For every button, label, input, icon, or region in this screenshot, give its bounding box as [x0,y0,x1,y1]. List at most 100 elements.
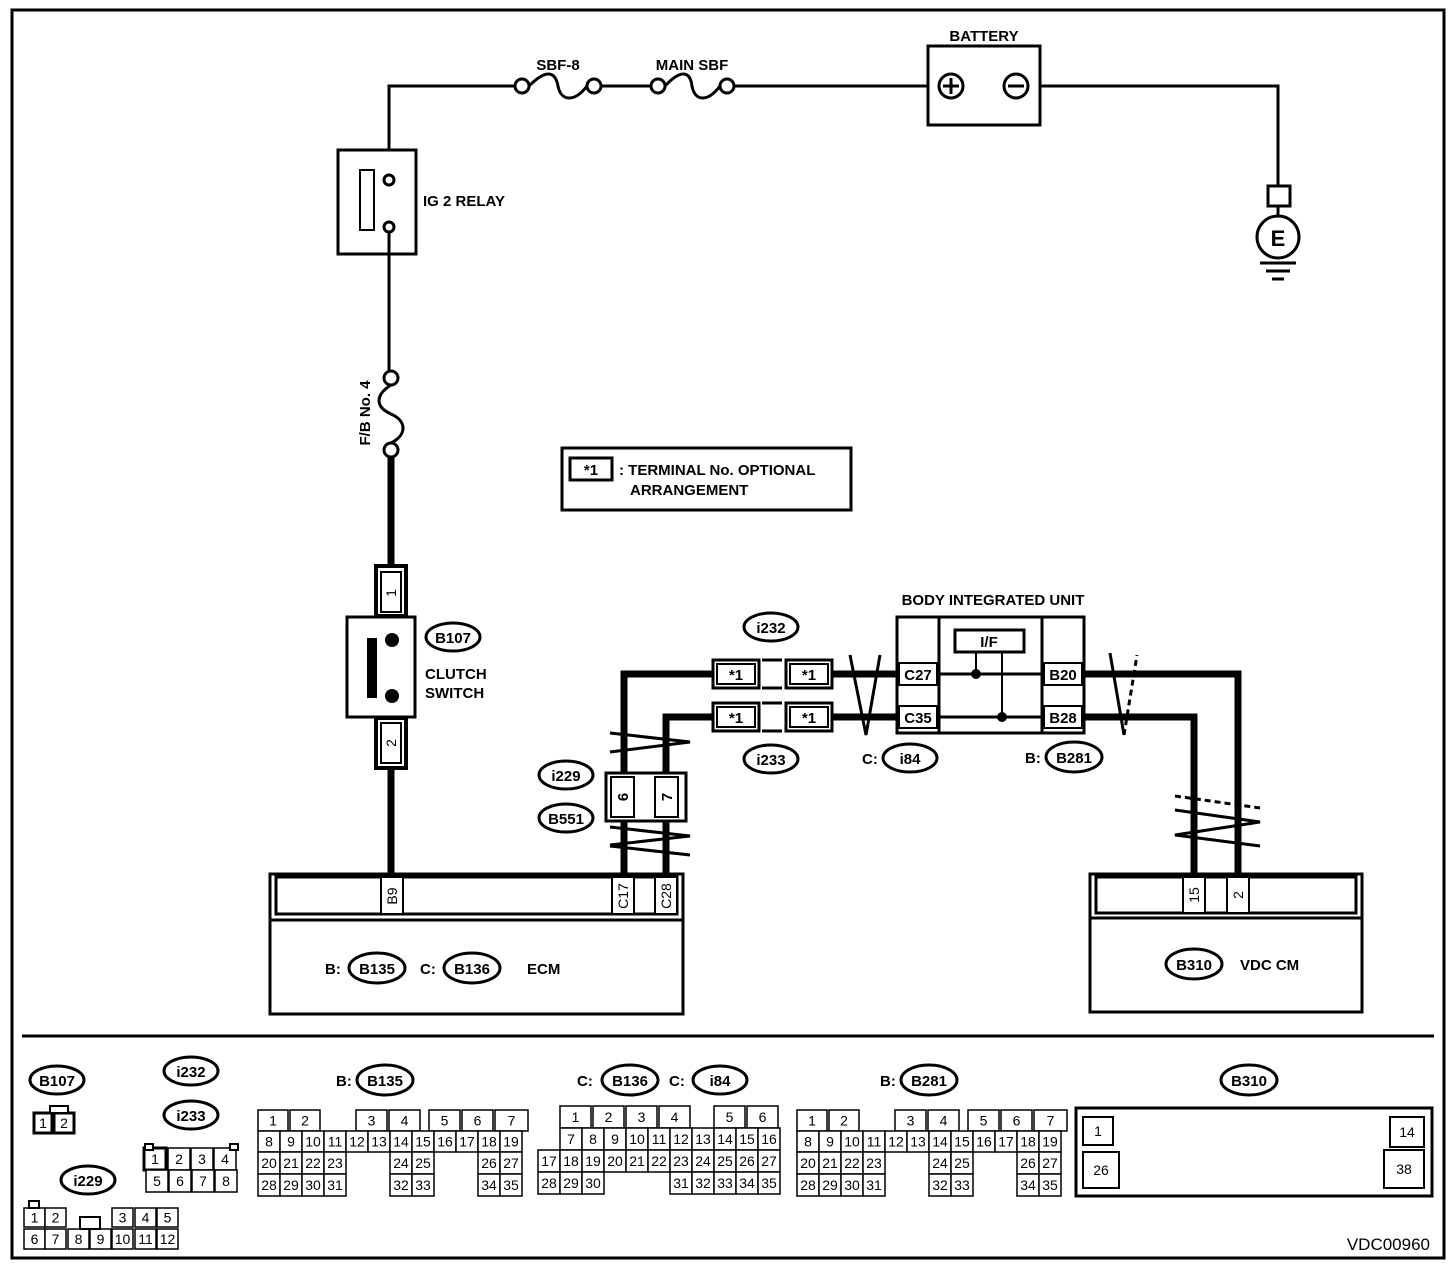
b136-pin: 35 [761,1175,777,1191]
i229-pin: 1 [31,1210,39,1226]
i232-pin: 8 [222,1173,230,1189]
b310-pin-26: 26 [1093,1162,1109,1178]
b281-pin: 23 [866,1155,882,1171]
b136-pin: 28 [541,1175,557,1191]
b136-pin: 13 [695,1131,711,1147]
b135-pin: 8 [265,1134,273,1150]
b281-pin: 3 [907,1113,915,1129]
b135-pin: 14 [393,1134,409,1150]
i229-pin: 8 [75,1231,83,1247]
i229-cell [67,1228,90,1250]
vdc-b310-tag: B310 [1176,957,1212,974]
i232-pin: 6 [176,1173,184,1189]
ground-icon: E [1255,184,1301,281]
battery: BATTERY [926,28,1042,127]
twisted-pair-marks [609,652,1261,857]
b281-pin: 9 [826,1134,834,1150]
clutch-pin-2: 2 [383,739,399,747]
ecm-label: ECM [527,961,560,978]
b551-pin-7: 7 [659,793,676,801]
note-symbol: *1 [584,462,598,479]
b135-pin: 17 [459,1134,475,1150]
i229-pin: 9 [97,1231,105,1247]
b136-pin: 10 [629,1131,645,1147]
i232-cell [168,1169,192,1193]
i229-pin: 11 [138,1231,153,1247]
face-b135-prefix: B: [336,1073,352,1090]
face-b136-prefix: C: [577,1073,593,1090]
b281-pin: 20 [800,1155,816,1171]
b281-pin: 12 [888,1134,904,1150]
b135-pin: 26 [481,1155,497,1171]
b281-tag: B281 [1056,750,1092,767]
clutch-label-2: SWITCH [425,685,484,702]
b135-pin: 34 [481,1177,497,1193]
i233-left-pin: *1 [729,710,743,727]
b136-pin: 31 [673,1175,689,1191]
b107-cell [32,1111,54,1135]
b107-pin: 2 [60,1115,68,1131]
ecm: B9 C17 C28 B: B135 C: B136 ECM [268,872,685,1016]
b135-pin: 10 [305,1134,321,1150]
b136-pin: 1 [572,1109,580,1125]
b281-pin: 22 [844,1155,860,1171]
diagram-code: VDC00960 [1347,1235,1430,1254]
i232-pin: 1 [151,1151,159,1167]
b136-pin: 22 [651,1153,667,1169]
b310-pin-1: 1 [1094,1123,1102,1139]
face-b281-prefix: B: [880,1073,896,1090]
fb-fuse-label: F/B No. 4 [357,380,374,446]
i229-pin: 12 [160,1231,176,1247]
note-line-2: ARRANGEMENT [630,482,748,499]
if-box-label: I/F [980,634,998,651]
b281-pin: 10 [844,1134,860,1150]
b136-pin: 5 [726,1109,734,1125]
b281-pin: 24 [932,1155,948,1171]
b281-pin: 1 [808,1113,816,1129]
b281-pin: 29 [822,1177,838,1193]
sbf8-fuse: SBF-8 [513,57,603,100]
diagram-frame [10,8,1446,1260]
b107-tag-text: B107 [435,630,471,647]
i232-i233-connectors: *1 *1 *1 *1 i232 i233 [711,611,834,775]
b281-pin: 7 [1047,1113,1055,1129]
face-i232-tag: i232 [176,1064,205,1081]
b135-pin: 30 [305,1177,321,1193]
face-decorations [28,1105,239,1230]
i229-cell [44,1207,67,1228]
i232-right-pin: *1 [802,667,816,684]
b281-pin: 14 [932,1134,948,1150]
b281-pin: 32 [932,1177,948,1193]
vdc-pin-15: 15 [1186,887,1202,903]
b281-pin: 15 [954,1134,970,1150]
i84-tag: i84 [900,751,922,768]
b281-pin: 5 [980,1113,988,1129]
main-sbf-fuse: MAIN SBF [649,57,736,100]
face-b136-tag: B136 [612,1073,648,1090]
ecm-prefix-b: B: [325,961,341,978]
b136-pin: 30 [585,1175,601,1191]
face-labels: B107 i232 i233 i229 B: B135 C: B136 C: i… [28,1055,1279,1196]
b281-pin: 31 [866,1177,882,1193]
b135-pin: 31 [327,1177,343,1193]
i229-pin: 3 [119,1210,127,1226]
clutch-label-1: CLUTCH [425,666,487,683]
b281-pin: 28 [800,1177,816,1193]
b135-pin: 25 [415,1155,431,1171]
b135-pin: 5 [441,1113,449,1129]
b135-cell [499,1173,523,1197]
b136-pin: 34 [739,1175,755,1191]
i229-cell [134,1207,157,1228]
i233-tag: i233 [756,752,785,769]
i229-cell [111,1207,134,1228]
ecm-prefix-c: C: [420,961,436,978]
b135-pin: 11 [328,1134,343,1150]
b135-pin: 16 [437,1134,453,1150]
b136-pin: 2 [605,1109,613,1125]
vdc-cm: 15 2 B310 VDC CM [1088,872,1364,1014]
b135-pin: 21 [283,1155,299,1171]
i229-b551-connector: 6 7 i229 B551 [537,759,688,834]
biu-pin-c27: C27 [904,667,932,684]
